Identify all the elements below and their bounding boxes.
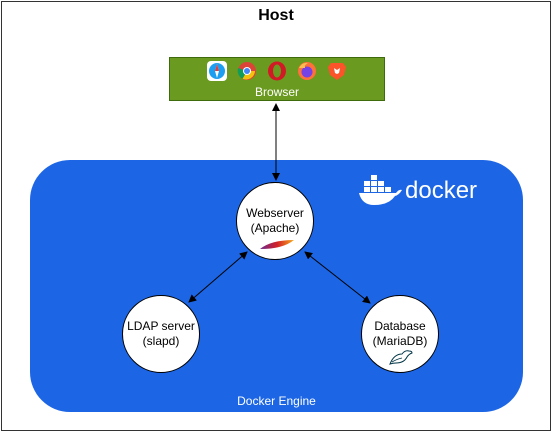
host-title: Host [258, 7, 294, 24]
safari-icon [206, 60, 228, 82]
browser-label: Browser [254, 85, 299, 99]
ldap-node: LDAP server (slapd) [122, 295, 200, 373]
webserver-node: Webserver (Apache) [236, 182, 314, 260]
browser-box: Browser [169, 57, 385, 101]
ldap-label: LDAP server [127, 319, 195, 333]
database-sublabel: (MariaDB) [372, 334, 428, 348]
docker-engine-label: Docker Engine [237, 394, 316, 408]
docker-whale-icon [359, 175, 402, 205]
mariadb-seal-icon [389, 350, 413, 365]
opera-icon [266, 60, 288, 82]
ldap-sublabel: (slapd) [142, 334, 180, 348]
chrome-icon [236, 60, 258, 82]
webserver-label: Webserver [246, 206, 304, 220]
database-node: Database (MariaDB) [361, 295, 439, 373]
docker-logo: docker [359, 175, 477, 205]
webserver-sublabel: (Apache) [250, 221, 300, 235]
browser-icons [202, 60, 352, 84]
apache-feather-icon [260, 240, 294, 249]
firefox-icon [296, 60, 318, 82]
docker-logo-text: docker [405, 177, 477, 204]
brave-icon [326, 60, 348, 82]
database-label: Database [374, 319, 426, 333]
